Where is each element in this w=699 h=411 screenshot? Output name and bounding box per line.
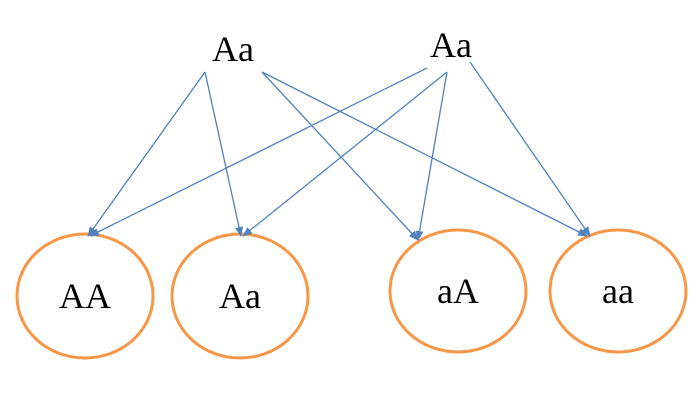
arrow-left-parent-to-child-2 — [204, 71, 243, 237]
offspring-circle-1 — [15, 232, 155, 360]
offspring-circle-4 — [548, 228, 688, 354]
offspring-label-4: aa — [602, 271, 634, 311]
arrow-right-parent-to-child-1 — [89, 67, 428, 237]
arrow-right-parent-to-child-3 — [415, 71, 448, 241]
offspring-label-3: aA — [437, 271, 479, 311]
arrow-right-parent-to-child-4 — [469, 61, 591, 237]
arrow-left-parent-to-child-3 — [261, 71, 419, 241]
parent-left-label: Aa — [212, 29, 254, 69]
arrow-right-parent-to-child-2 — [242, 71, 448, 237]
arrow-left-parent-to-child-4 — [261, 71, 588, 237]
offspring-label-1: AA — [59, 276, 111, 316]
offspring-circle-3 — [388, 228, 528, 354]
parent-right-label: Aa — [430, 25, 472, 65]
arrow-left-parent-to-child-1 — [87, 71, 206, 237]
offspring-label-2: Aa — [219, 276, 261, 316]
